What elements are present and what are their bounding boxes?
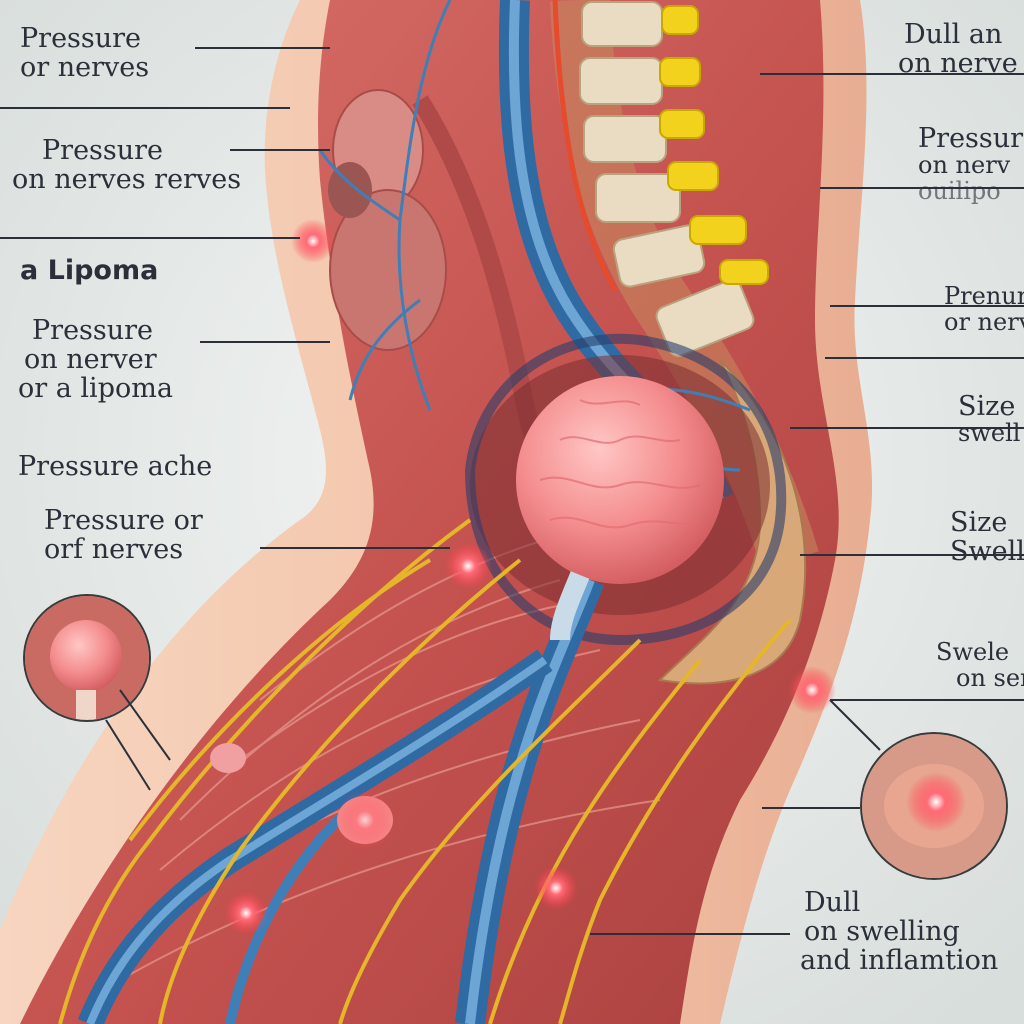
label-pressure-nerver: Pressure on nerver or a lipoma (18, 315, 173, 405)
label-dull-swelling: Dull on swelling and inflamtion (800, 887, 999, 977)
spinal-artery (552, 0, 618, 292)
disc (719, 259, 769, 285)
label-pressure-right: Pressure on nerv ouilipo (918, 123, 1024, 206)
nerves (58, 518, 792, 1024)
vertebra (595, 173, 681, 223)
disc (659, 57, 701, 87)
label-size-1: Size swell (958, 391, 1021, 448)
vertebra (579, 57, 663, 105)
label-dull-nerves: Dull an on nerve (898, 19, 1018, 80)
leader-lines (0, 47, 1024, 935)
disc (667, 161, 719, 191)
disc (659, 109, 705, 139)
pain-marker (534, 866, 578, 910)
label-swelle: Swele on senn (936, 638, 1024, 692)
vertebra (581, 1, 663, 47)
zoom-inset-right (860, 732, 1008, 880)
disc (689, 215, 747, 245)
label-pressure-or: Pressure or orf nerves (44, 505, 203, 566)
vertebra (612, 224, 706, 288)
pain-marker (291, 219, 335, 263)
zoom-inset-left (23, 594, 151, 722)
lipoma-mass (516, 376, 724, 641)
label-pressure-nerves-2: Pressure on nerves rerves (12, 135, 242, 196)
pain-marker (788, 666, 836, 714)
small-lipoma (210, 743, 246, 773)
pain-marker (224, 891, 268, 935)
label-prenure: Prenure or nerve (944, 282, 1024, 336)
label-pressure-nerves-1: Pressure or nerves (20, 23, 150, 84)
label-lipoma: a Lipoma (20, 255, 159, 286)
disc (661, 5, 699, 35)
vertebra (583, 115, 667, 163)
abdominal-organs (328, 89, 564, 505)
vertebra (655, 279, 755, 357)
pain-markers (210, 219, 836, 935)
pain-marker (444, 542, 492, 590)
label-size-2: Size Swell (950, 507, 1024, 568)
label-pressure-ache: Pressure ache (18, 451, 213, 482)
